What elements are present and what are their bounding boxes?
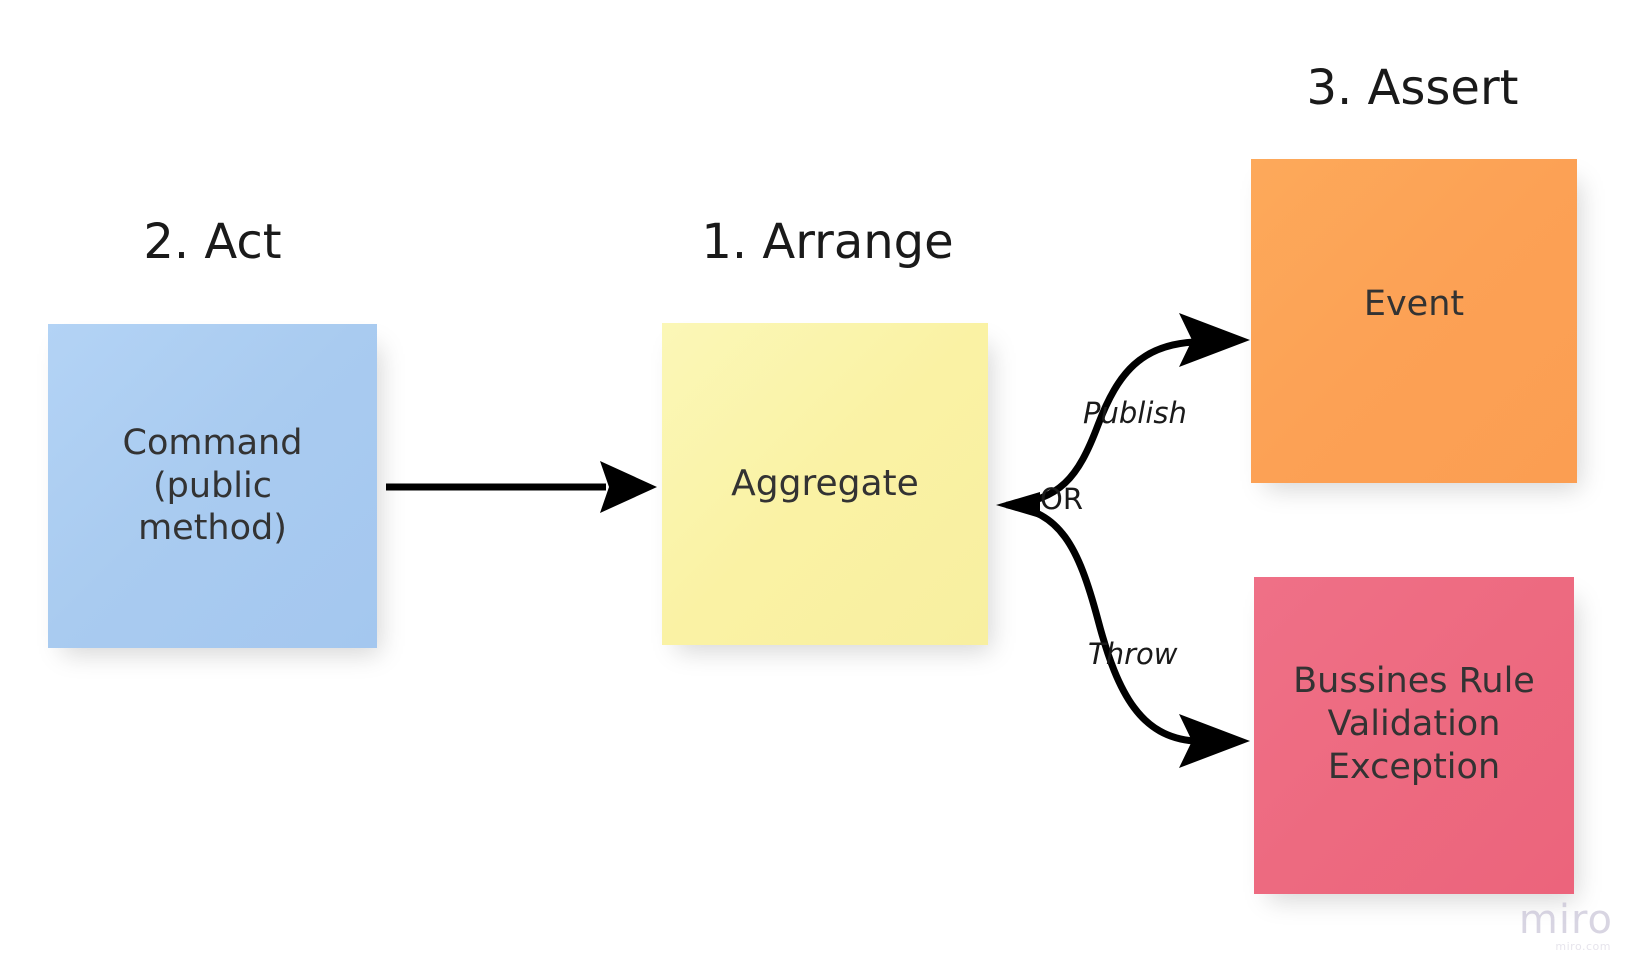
sticky-note-event-label: Event xyxy=(1363,283,1465,324)
arrowhead-icon xyxy=(1179,714,1250,768)
heading-act: 2. Act xyxy=(143,214,282,270)
miro-watermark: miro xyxy=(1518,897,1613,943)
sticky-note-exception[interactable]: Bussines Rule Validation Exception xyxy=(1254,577,1574,894)
heading-arrange: 1. Arrange xyxy=(701,214,954,270)
miro-watermark-tagline: miro.com xyxy=(1555,940,1611,953)
connector-command-to-aggregate[interactable] xyxy=(386,461,657,513)
connector-curve-throw xyxy=(1004,501,1198,745)
sticky-note-exception-label: Bussines Rule Validation Exception xyxy=(1293,661,1535,787)
branch-junction-wedge xyxy=(996,492,1040,518)
sticky-note-aggregate[interactable]: Aggregate xyxy=(662,323,988,645)
sticky-note-command[interactable]: Command (public method) xyxy=(48,324,377,648)
connector-label-throw: Throw xyxy=(1088,637,1178,671)
heading-assert: 3. Assert xyxy=(1306,60,1519,116)
sticky-note-event[interactable]: Event xyxy=(1251,159,1577,483)
arrowhead-icon xyxy=(600,461,657,513)
arrowhead-icon xyxy=(1179,313,1250,367)
connector-branch-junction xyxy=(996,492,1040,518)
connector-label-or: OR xyxy=(1040,482,1083,516)
connector-label-publish: Publish xyxy=(1083,396,1187,430)
sticky-note-aggregate-label: Aggregate xyxy=(731,463,919,505)
sticky-note-command-label: Command (public method) xyxy=(122,422,303,549)
